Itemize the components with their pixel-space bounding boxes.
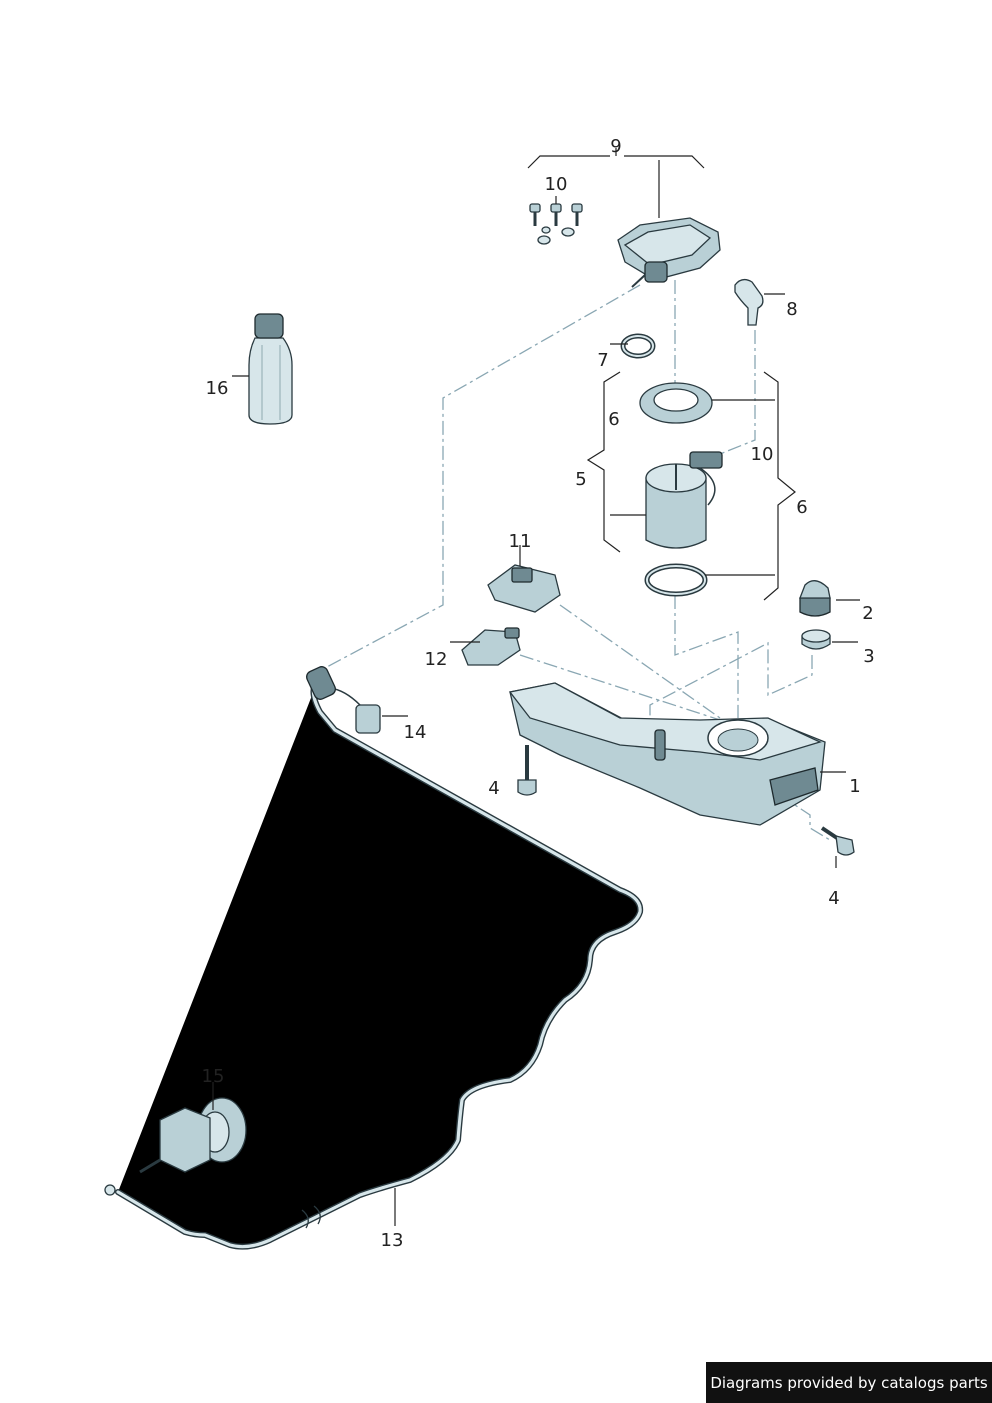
cap-part-2[interactable] (799, 580, 831, 617)
bottle-part-16[interactable] (248, 313, 293, 425)
label-7: 7 (597, 350, 608, 371)
label-8: 8 (786, 299, 797, 320)
label-3: 3 (863, 646, 874, 667)
label-4-left: 4 (488, 778, 499, 799)
callout-labels: 9 10 8 7 16 6 10 5 6 11 2 12 3 14 1 4 4 … (202, 136, 875, 1251)
seal-ring-part-6-bottom[interactable] (644, 563, 708, 597)
screw-set-part-10[interactable] (529, 203, 583, 245)
label-10-top: 10 (545, 174, 568, 195)
label-2: 2 (862, 603, 873, 624)
label-10-mid: 10 (751, 444, 774, 465)
label-11: 11 (509, 531, 532, 552)
hose-clamp-part-7[interactable] (620, 333, 656, 359)
label-12: 12 (425, 649, 448, 670)
cap-seal-part-3[interactable] (801, 629, 831, 650)
assembly-lines (119, 280, 831, 1191)
hose-line-part-13[interactable] (104, 665, 640, 1247)
reservoir-tank-part-1[interactable] (508, 682, 826, 826)
label-16: 16 (206, 378, 229, 399)
label-4-right: 4 (828, 888, 839, 909)
label-9: 9 (610, 136, 621, 157)
sensor-part-12[interactable] (461, 627, 521, 666)
bolt-part-4-right[interactable] (820, 826, 855, 856)
pump-unit-part-9[interactable] (617, 217, 721, 288)
label-1: 1 (849, 776, 860, 797)
elbow-connector-part-8[interactable] (734, 278, 764, 326)
leader-lines (212, 148, 860, 1226)
lock-ring-part-6-top[interactable] (639, 382, 713, 424)
label-5: 5 (575, 469, 586, 490)
label-13: 13 (381, 1230, 404, 1251)
label-6-left: 6 (608, 409, 619, 430)
pump-module-part-5[interactable] (645, 451, 723, 549)
bolt-part-4-left[interactable] (517, 745, 537, 796)
label-14: 14 (404, 722, 427, 743)
label-15: 15 (202, 1066, 225, 1087)
credit-banner: Diagrams provided by catalogs parts (706, 1362, 992, 1403)
connector-part-14[interactable] (329, 687, 381, 734)
pump-motor-part-15[interactable] (139, 1097, 247, 1174)
connector-part-11[interactable] (487, 564, 561, 613)
label-6-right: 6 (796, 497, 807, 518)
